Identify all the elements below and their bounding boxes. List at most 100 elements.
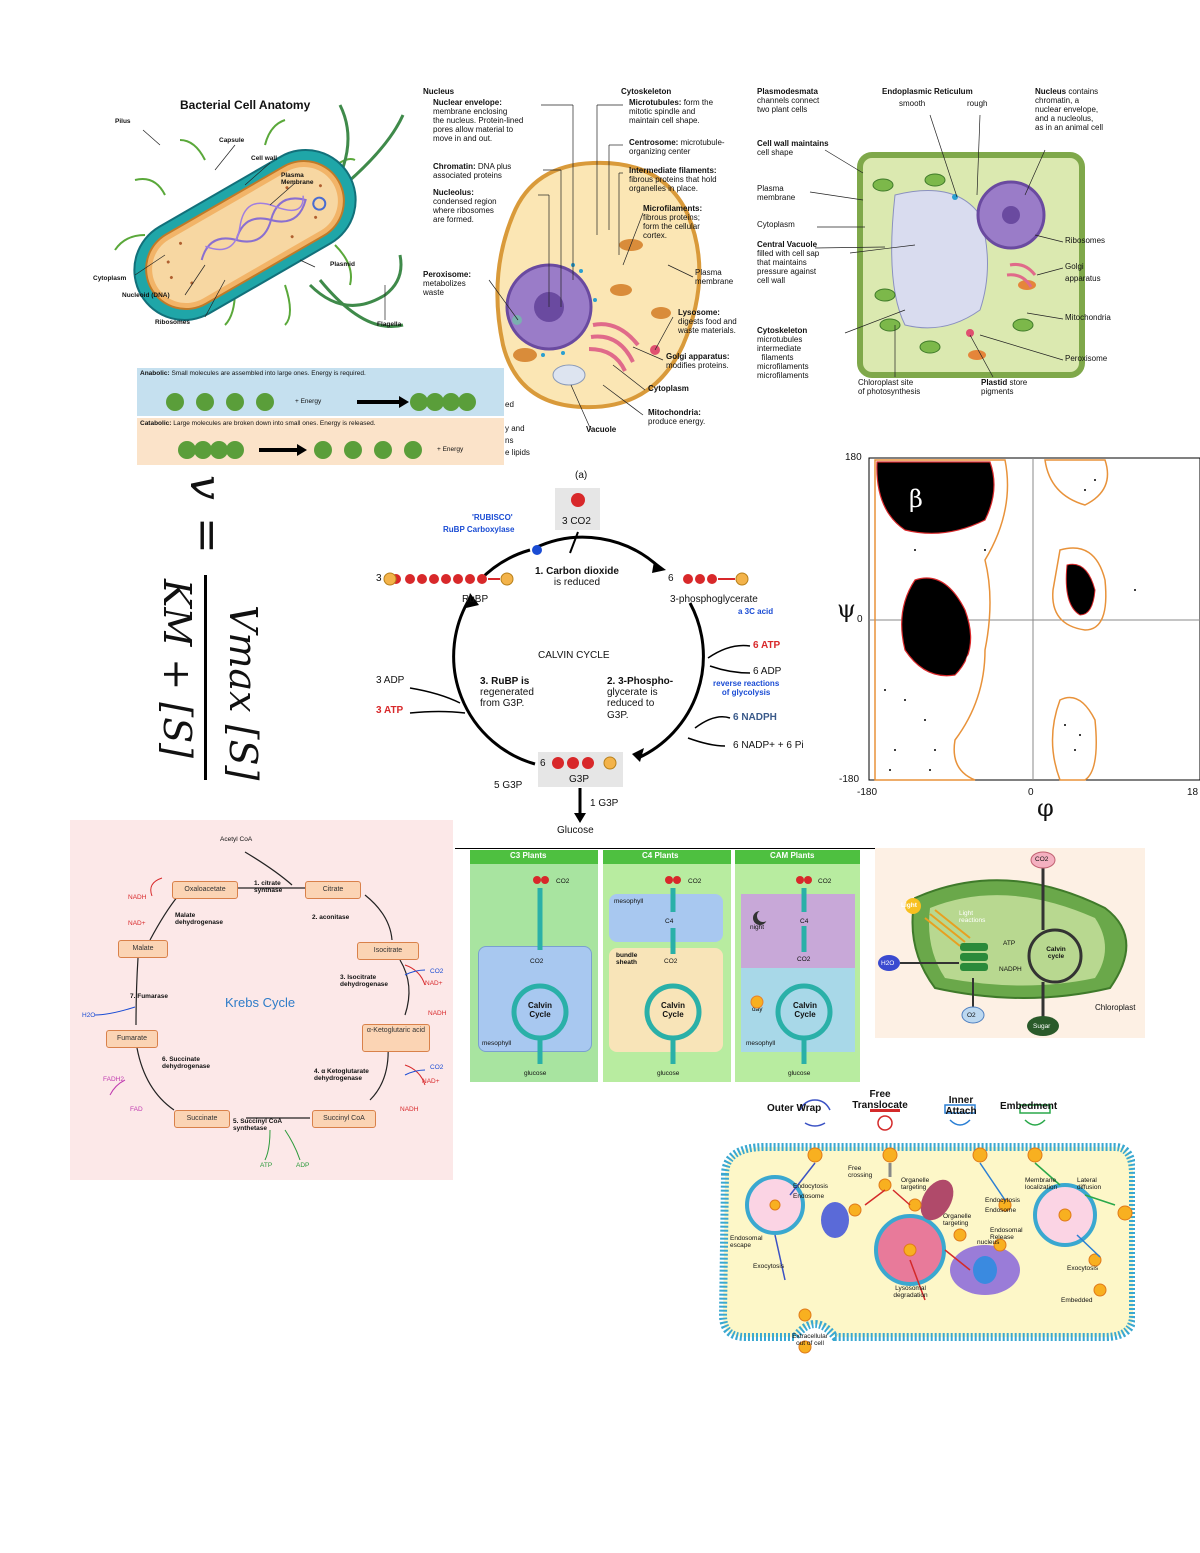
label-line: fibrous proteins that hold	[629, 174, 717, 184]
calvin-adp6: 6 ADP	[753, 666, 782, 677]
bacteria-label: Ribosomes	[155, 319, 191, 326]
label-line: two plant cells	[757, 104, 808, 114]
np-label: Endosomal escape	[730, 1235, 763, 1250]
animal-label-title: Nucleus	[423, 87, 455, 96]
krebs-compound: Succinate	[174, 1110, 230, 1128]
bacteria-label: Plasmid	[330, 261, 355, 268]
label-line: cell shape	[757, 147, 794, 157]
np-label: Endosome	[985, 1207, 1017, 1214]
chloroplast-reactions: Light reactions	[959, 910, 986, 925]
np-label: Lateral diffusion	[1077, 1177, 1102, 1192]
label-title: Plastid	[981, 378, 1008, 387]
calvin-g3p1: 1 G3P	[590, 798, 619, 809]
krebs-cofactor: ATP	[260, 1162, 273, 1169]
calvin-pga: 3-phosphoglycerate	[670, 594, 758, 605]
cam-inner-co2: CO2	[797, 956, 811, 963]
plant-label-mitochondria: Mitochondria	[1065, 313, 1111, 322]
c4-top: mesophyll	[614, 898, 644, 905]
catabolic-heading: Catabolic:	[140, 420, 172, 427]
c4-cycle: Calvin Cycle	[660, 1001, 685, 1019]
krebs-cycle-panel: Krebs Cycle Acetyl CoA Oxaloacetate Citr…	[70, 820, 453, 1180]
cam-cell: mesophyll	[746, 1040, 776, 1047]
chloroplast-light: Light	[901, 902, 917, 909]
label-line: mitotic spindle and	[629, 106, 696, 116]
calvin-rubisco2: RuBP Carboxylase	[443, 525, 515, 534]
bacterium-illustration	[114, 104, 405, 328]
c3-cell: mesophyll	[482, 1040, 512, 1047]
krebs-cofactor: NAD+	[425, 980, 443, 987]
label-line: and a nucleolus,	[1035, 113, 1094, 123]
calvin-nadph: 6 NADPH	[733, 712, 777, 723]
plant-label-rough: rough	[967, 99, 988, 108]
label-line: waste	[423, 287, 444, 297]
label-line: contains	[1068, 87, 1099, 96]
label-line: produce energy.	[648, 416, 706, 426]
plant-label-cytoplasm: Cytoplasm	[757, 220, 795, 229]
ramachandran-x-label: φ	[1037, 794, 1054, 822]
c4-c4: C4	[665, 918, 674, 925]
label-line: the nucleus. Protein-lined	[433, 115, 524, 125]
label-line: that maintains	[757, 257, 807, 267]
anabolic-energy: + Energy	[295, 398, 322, 405]
krebs-compound: α-Ketoglutaric acid	[362, 1024, 430, 1052]
label-line: metabolizes	[423, 278, 466, 288]
krebs-cofactor: NADH	[428, 1010, 447, 1017]
calvin-pga-count: 6	[668, 573, 674, 584]
calvin-nadp: 6 NADP+ + 6 Pi	[733, 740, 804, 751]
chloroplast-cycle: Calvin cycle	[1046, 946, 1066, 961]
c4-arrows	[511, 876, 833, 1064]
krebs-enzyme: Malate dehydrogenase	[175, 912, 224, 927]
krebs-cofactor: H2O	[82, 1012, 96, 1019]
calvin-g3p-count: 6	[540, 758, 546, 769]
label-line: membrane	[757, 192, 796, 202]
plant-label-smooth: smooth	[899, 99, 926, 108]
denominator: KM + [S]	[155, 579, 199, 758]
label-line: membrane enclosing	[433, 106, 508, 116]
animal-label-vacuole: Vacuole	[586, 425, 617, 434]
chloroplast-atp: ATP	[1003, 940, 1016, 947]
label-line: chromatin, a	[1035, 95, 1080, 105]
label-line: cortex.	[643, 230, 668, 240]
krebs-enzyme: 5. Succinyl CoA synthetase	[233, 1118, 282, 1133]
label-title: Peroxisome:	[423, 270, 472, 279]
c3-co2: CO2	[556, 878, 570, 885]
krebs-compound: Oxaloacetate	[172, 881, 238, 899]
np-label: Endosomal Release	[990, 1227, 1023, 1242]
chloroplast-illustration	[878, 851, 1128, 1036]
cam-title: CAM Plants	[770, 851, 815, 860]
plant-label-apparatus: apparatus	[1065, 274, 1101, 283]
animal-cell-illustration	[488, 104, 702, 431]
ramachandran-y-tick: 180	[845, 452, 862, 463]
np-label: Organelle targeting	[943, 1213, 972, 1228]
label-line: condensed region	[433, 196, 497, 206]
metabolism-panel: Anabolic: Small molecules are assembled …	[137, 368, 504, 465]
np-label: Endosome	[793, 1193, 825, 1200]
krebs-cofactor: NADH	[400, 1106, 419, 1113]
calvin-center: CALVIN CYCLE	[538, 650, 610, 661]
label-line: organizing center	[629, 146, 691, 156]
animal-cell-panel: Nucleus Nuclear envelope:membrane enclos…	[423, 85, 753, 460]
label-title: Nucleolus:	[433, 188, 474, 197]
label-title: Microtubules:	[629, 98, 682, 107]
note-line: of glycolysis	[721, 687, 771, 697]
calvin-g3p5: 5 G3P	[494, 780, 523, 791]
mode-outer-wrap: Outer Wrap	[767, 1103, 822, 1114]
label-line: of photosynthesis	[858, 386, 921, 396]
c3-cycle: Calvin Cycle	[527, 1001, 552, 1019]
numerator: Vmax [S]	[221, 605, 265, 781]
bacteria-title: Bacterial Cell Anatomy	[180, 98, 311, 112]
step-line: from G3P.	[480, 698, 525, 710]
divider-line	[455, 848, 875, 849]
chloroplast-panel: CO2 Light Light reactions Calvin cycle A…	[875, 848, 1145, 1038]
